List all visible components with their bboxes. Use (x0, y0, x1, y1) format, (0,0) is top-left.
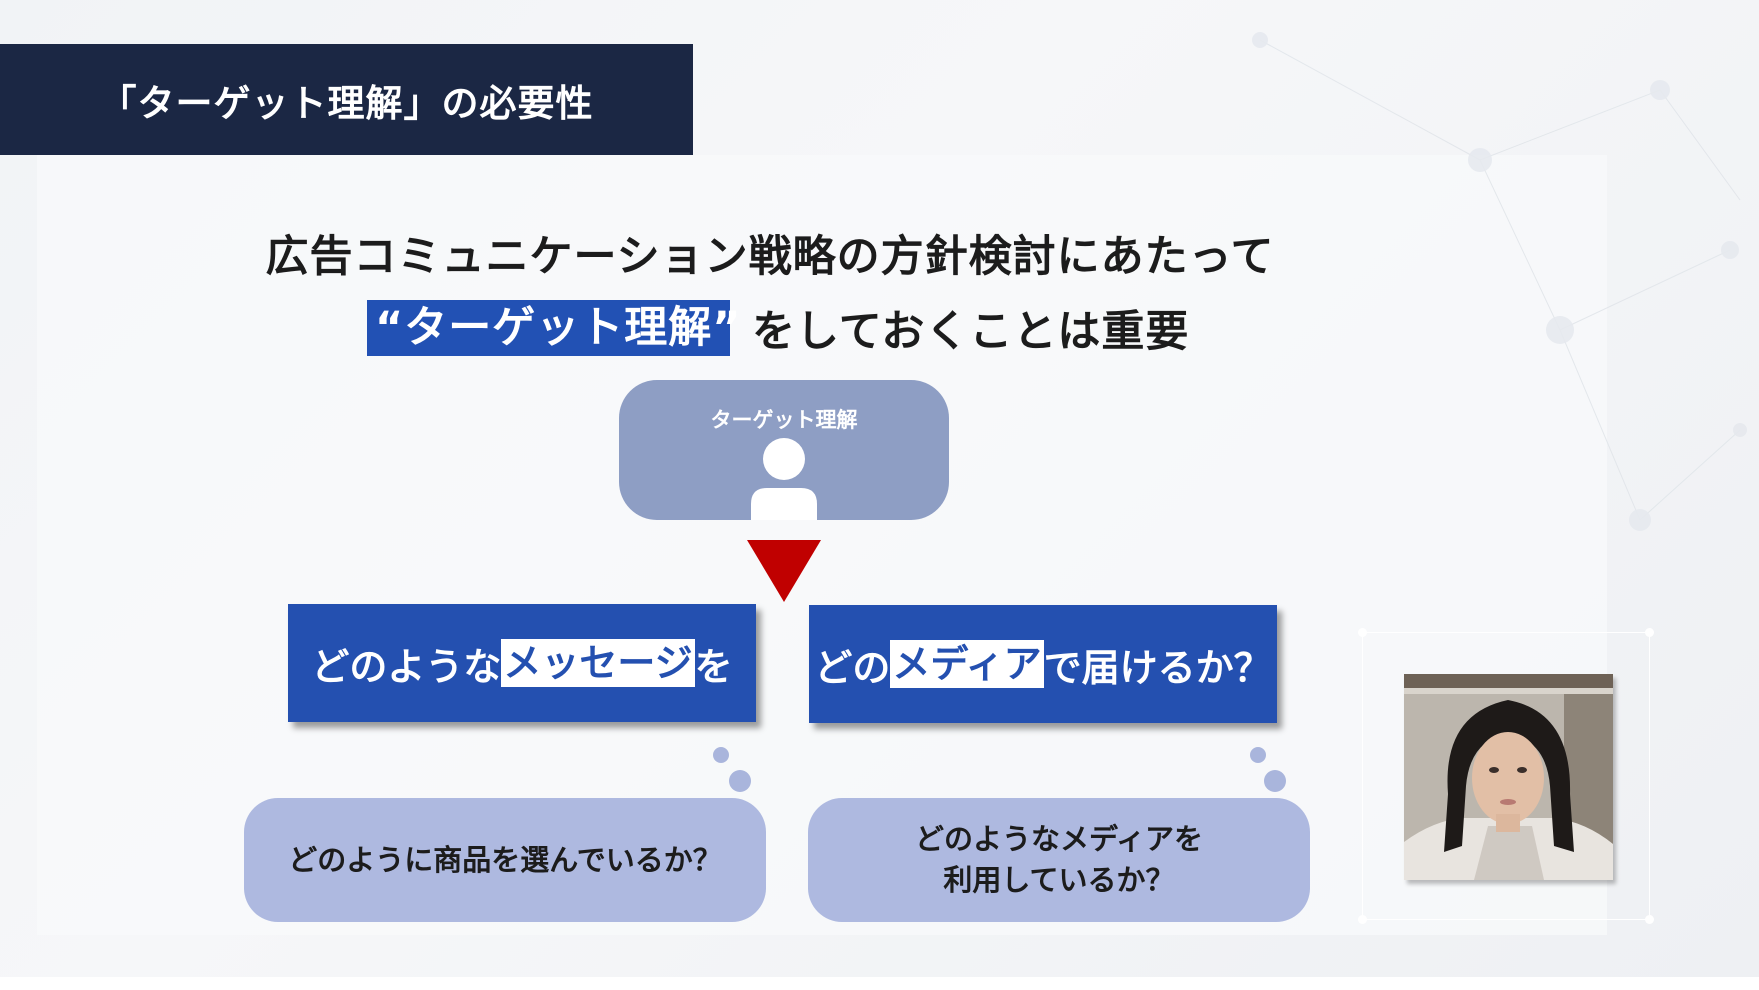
message-question-suffix: を (694, 644, 733, 689)
headline-line-1: 広告コミュニケーション戦略の方針検討にあたって (265, 232, 1275, 282)
message-highlight: メッセージ (501, 639, 695, 687)
headline-line-2: “ターゲット理解” をしておくことは重要 (367, 300, 1190, 357)
frame-handle (1645, 628, 1654, 637)
frame-handle (1358, 628, 1367, 637)
person-icon (751, 438, 817, 520)
media-usage-line-1: どのようなメディアを (915, 822, 1203, 856)
thought-dot (729, 770, 751, 792)
media-question-suffix: で届けるか？ (1043, 645, 1272, 690)
arrow-down-icon (747, 540, 821, 602)
product-choice-text: どのように商品を選んでいるか？ (288, 842, 722, 877)
product-choice-bubble: どのように商品を選んでいるか？ (244, 798, 766, 922)
media-usage-line-2: 利用しているか？ (943, 863, 1175, 897)
presenter-frame (1358, 628, 1654, 924)
media-question-prefix: どの (814, 645, 891, 690)
target-box: ターゲット理解 (619, 380, 949, 520)
target-label: ターゲット理解 (710, 408, 858, 432)
presenter-video (1404, 674, 1613, 880)
message-question-prefix: どのような (311, 644, 502, 689)
headline-rest: をしておくことは重要 (752, 307, 1190, 357)
slide-title: 「ターゲット理解」の必要性 (99, 81, 594, 125)
bottom-strip (0, 977, 1759, 990)
media-highlight: メディア (890, 640, 1044, 688)
title-bar: 「ターゲット理解」の必要性 (0, 44, 693, 155)
frame-handle (1358, 915, 1367, 924)
thought-dot (1250, 747, 1266, 763)
thought-dot (1264, 770, 1286, 792)
message-question-box: どのようなメッセージを (288, 604, 756, 722)
media-question-box: どのメディアで届けるか？ (809, 605, 1277, 723)
headline-highlight: “ターゲット理解” (367, 300, 741, 356)
presenter-image (1404, 674, 1613, 880)
media-usage-bubble: どのようなメディアを 利用しているか？ (808, 798, 1310, 922)
thought-dot (713, 747, 729, 763)
frame-handle (1645, 915, 1654, 924)
